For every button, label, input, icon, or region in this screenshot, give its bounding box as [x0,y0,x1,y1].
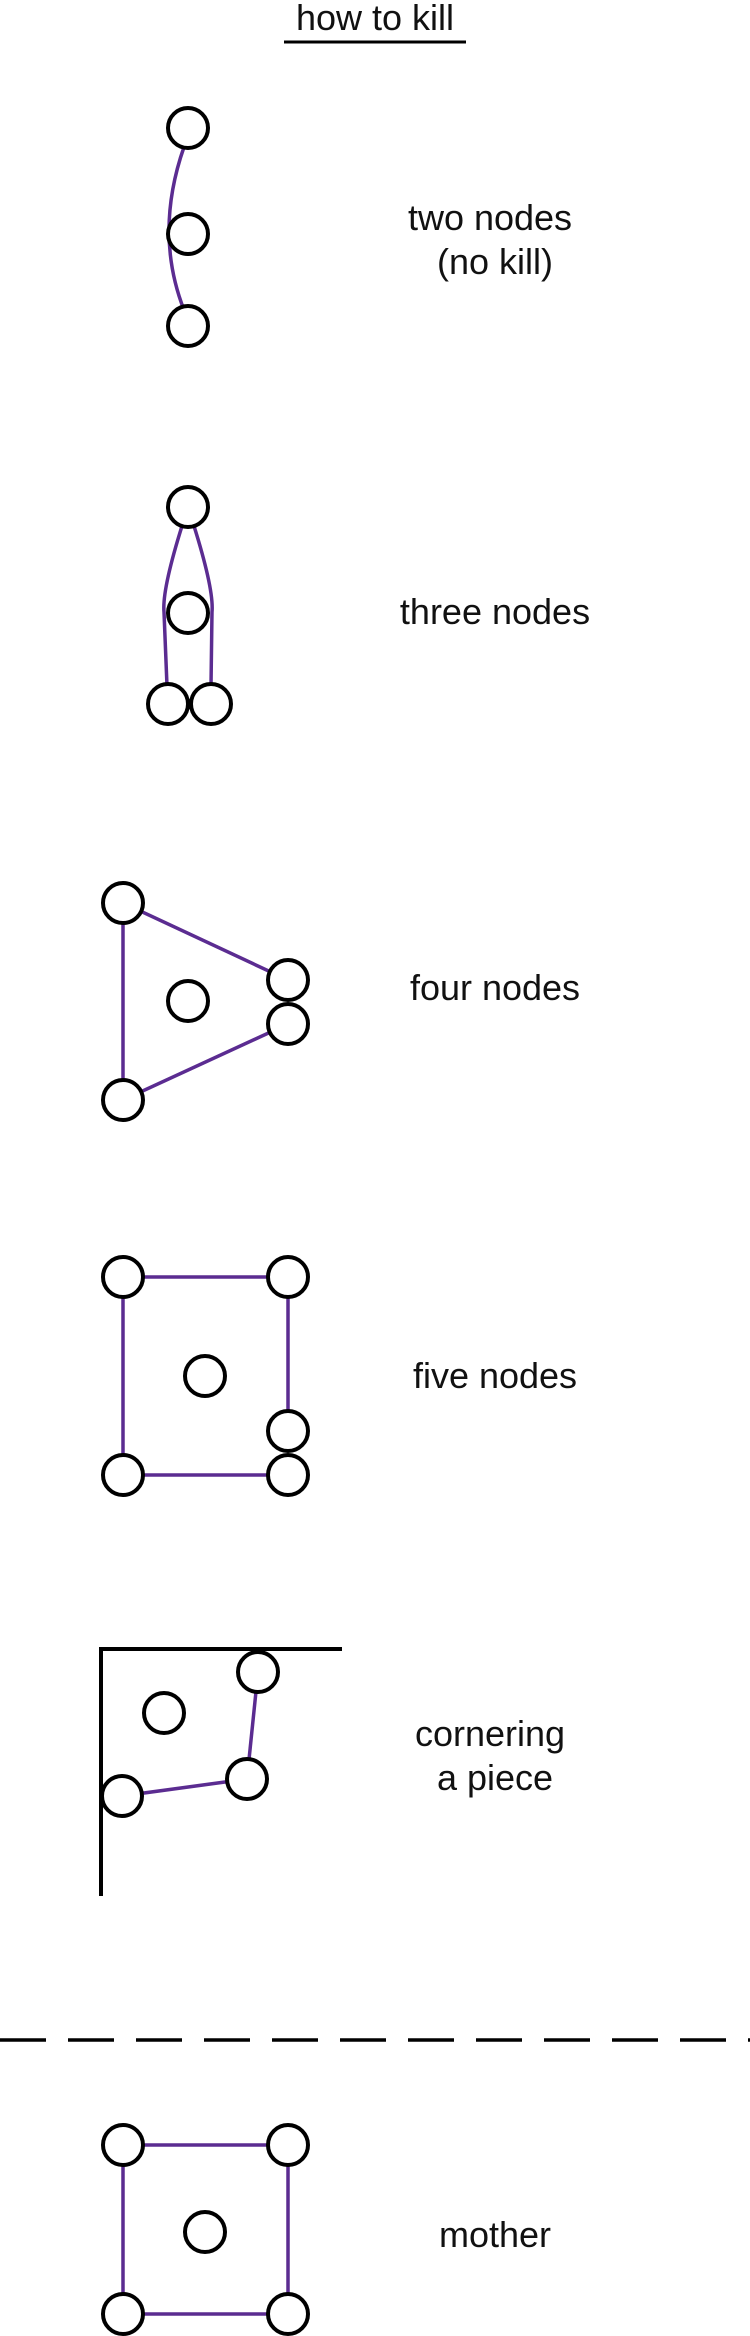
node [166,591,210,635]
node [101,2123,145,2167]
node [166,304,210,348]
label-line: a piece [437,1757,553,1798]
link [162,525,184,687]
node [266,2292,310,2336]
page-title: how to kill [296,0,454,38]
section-four-nodes: four nodes [101,881,580,1122]
section-label: two nodes (no kill) [408,197,582,282]
section-label: mother [439,2214,551,2255]
node [142,1691,186,1735]
node [100,1774,144,1818]
node [189,682,233,726]
node [101,1453,145,1497]
section-label: four nodes [410,967,580,1008]
node [146,682,190,726]
node [166,106,210,150]
section-cornering: cornering a piece [99,1647,575,1896]
node [166,485,210,529]
link [192,525,214,687]
node [266,1453,310,1497]
section-label: three nodes [400,591,590,632]
node [183,2210,227,2254]
section-two-nodes: two nodes (no kill) [166,106,582,348]
section-mother: mother [101,2123,551,2336]
node [266,958,310,1002]
link [122,901,289,982]
node [101,1255,145,1299]
node [101,2292,145,2336]
label-line: four nodes [410,967,580,1008]
node [101,881,145,925]
node [183,1354,227,1398]
node [225,1757,269,1801]
node [166,212,210,256]
node [266,1255,310,1299]
board-corner [99,1647,342,1896]
label-line: cornering [415,1713,565,1754]
section-five-nodes: five nodes [101,1255,577,1497]
section-label: five nodes [413,1355,577,1396]
link [122,1022,289,1102]
node [266,2123,310,2167]
label-line: mother [439,2214,551,2255]
label-line: five nodes [413,1355,577,1396]
node [266,1409,310,1453]
section-three-nodes: three nodes [146,485,590,726]
label-line: three nodes [400,591,590,632]
node [266,1002,310,1046]
label-line: two nodes [408,197,572,238]
node [236,1650,280,1694]
node [166,979,210,1023]
node [101,1078,145,1122]
label-line: (no kill) [437,241,553,282]
section-label: cornering a piece [415,1713,575,1798]
